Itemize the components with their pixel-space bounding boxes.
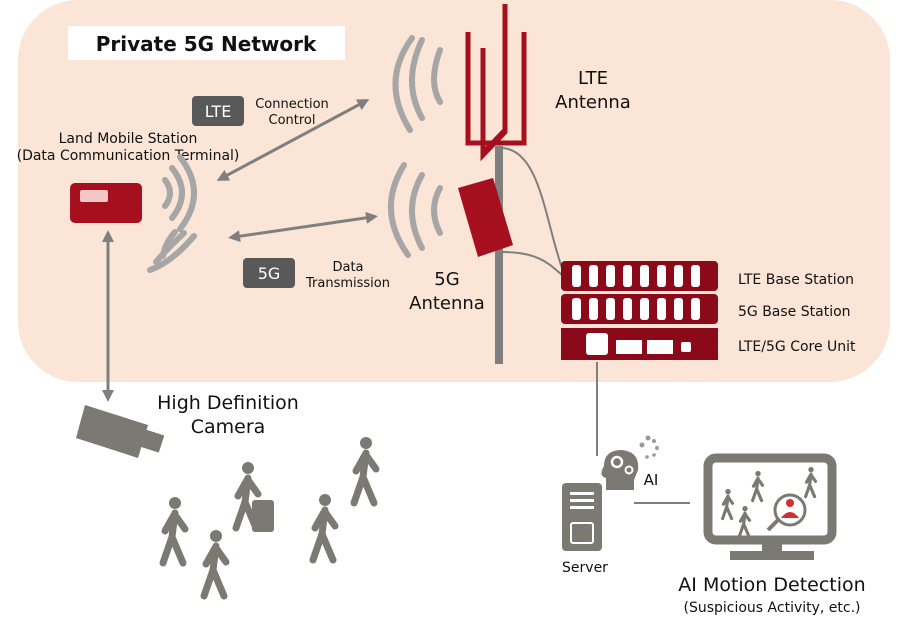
- 5g-antenna-label: 5G: [434, 269, 459, 290]
- rack-slot: [572, 298, 581, 320]
- 5g-link-label: Data: [332, 260, 363, 275]
- suitcase-icon: [252, 500, 274, 532]
- rack-slot: [623, 298, 632, 320]
- rack-slot: [572, 265, 581, 287]
- 5g-base-station-label: 5G Base Station: [738, 304, 851, 320]
- detection-title: AI Motion Detection: [678, 574, 865, 596]
- terminal-signal-waves-icon: [147, 154, 197, 273]
- rack-slot: [657, 298, 666, 320]
- antenna-pole: [495, 146, 503, 364]
- lte-link-arrow: [216, 99, 370, 181]
- lte-link-label: Connection: [255, 97, 329, 112]
- rack-slot: [691, 298, 700, 320]
- rack-slot: [657, 265, 666, 287]
- mobile-terminal-icon: [70, 183, 142, 223]
- lte-antenna-icon: [465, 4, 527, 162]
- ai-head-icon: [601, 435, 659, 490]
- rack-slot: [691, 265, 700, 287]
- rack-slot: [606, 265, 615, 287]
- lte-link-sublabel: Control: [269, 113, 316, 128]
- 5g-badge-label: 5G: [258, 264, 281, 283]
- network-title: Private 5G Network: [96, 32, 317, 56]
- core-unit-label: LTE/5G Core Unit: [738, 339, 856, 355]
- rack-slot: [606, 298, 615, 320]
- camera-sublabel: Camera: [191, 416, 266, 438]
- 5g-antenna-sublabel: Antenna: [409, 293, 485, 314]
- title-box: [68, 26, 345, 60]
- lte-badge: [192, 96, 244, 126]
- antenna-signal-waves-icon: [387, 35, 443, 258]
- lte-base-station-label: LTE Base Station: [738, 272, 854, 288]
- cable-5g: [501, 251, 563, 276]
- pedestrian-icon: [354, 437, 376, 503]
- rack-slot: [640, 265, 649, 287]
- pedestrian-icon: [204, 530, 226, 596]
- rack-slot: [623, 265, 632, 287]
- rack-slot: [640, 298, 649, 320]
- server-icon: [562, 483, 602, 551]
- pedestrian-icon: [313, 494, 335, 560]
- rack-slot: [589, 298, 598, 320]
- camera-label: High Definition: [157, 392, 299, 414]
- camera-icon: [76, 405, 165, 458]
- 5g-link-sublabel: Transmission: [305, 276, 390, 291]
- lte-antenna-label: LTE: [578, 68, 608, 89]
- mobile-station-label: Land Mobile Station: [59, 131, 198, 147]
- server-label: Server: [562, 560, 608, 576]
- 5g-antenna-icon: [458, 178, 513, 257]
- 5g-base-station-icon: [561, 294, 718, 324]
- lte-base-station-icon: [561, 261, 718, 291]
- pedestrian-icon: [163, 497, 185, 563]
- lte-badge-label: LTE: [205, 102, 232, 121]
- mobile-station-sublabel: (Data Communication Terminal): [17, 148, 240, 164]
- lte-antenna-sublabel: Antenna: [555, 92, 631, 113]
- cable-lte: [501, 147, 563, 269]
- rack-slot: [674, 265, 683, 287]
- rack-slot: [589, 265, 598, 287]
- core-unit-icon: [561, 328, 718, 360]
- 5g-badge: [243, 258, 295, 288]
- detection-subtitle: (Suspicious Activity, etc.): [683, 600, 860, 616]
- rack-slot: [674, 298, 683, 320]
- magnifier-suspect-icon: [766, 493, 807, 532]
- 5g-link-arrow: [228, 211, 378, 243]
- ai-label: AI: [644, 471, 659, 489]
